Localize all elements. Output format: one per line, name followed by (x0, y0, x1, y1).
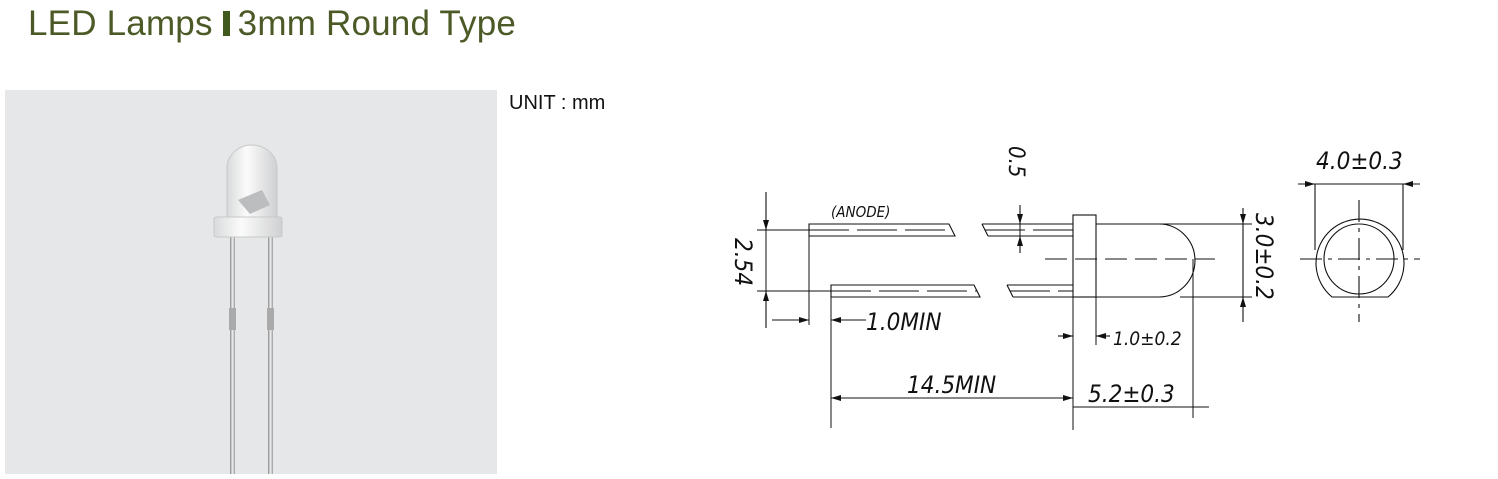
dim-min-offset: 1.0MIN (866, 308, 941, 336)
led-front-view (1298, 181, 1420, 322)
title-product-line: LED Lamps (28, 4, 213, 43)
led-lamp-image (213, 144, 283, 479)
dim-body-length: 5.2±0.3 (1088, 380, 1175, 408)
dim-flange-thickness: 1.0±0.2 (1113, 328, 1182, 350)
page-title: LED Lamps 3mm Round Type (28, 4, 516, 44)
title-separator (222, 11, 230, 36)
dim-lead-pitch: 2.54 (729, 238, 757, 286)
anode-lead (808, 223, 1073, 237)
dim-lead-length: 14.5MIN (907, 371, 996, 399)
dim-body-diameter: 3.0±0.2 (1250, 213, 1278, 300)
led-body-side-view (1045, 214, 1215, 298)
dim-lead-width: 0.5 (1003, 146, 1028, 177)
anode-label: (ANODE) (831, 203, 890, 221)
title-product-type: 3mm Round Type (237, 4, 517, 43)
cathode-lead (830, 284, 1073, 298)
unit-label: UNIT : mm (509, 92, 606, 114)
dim-flange-diameter: 4.0±0.3 (1316, 147, 1403, 175)
led-product-photo (5, 90, 497, 479)
